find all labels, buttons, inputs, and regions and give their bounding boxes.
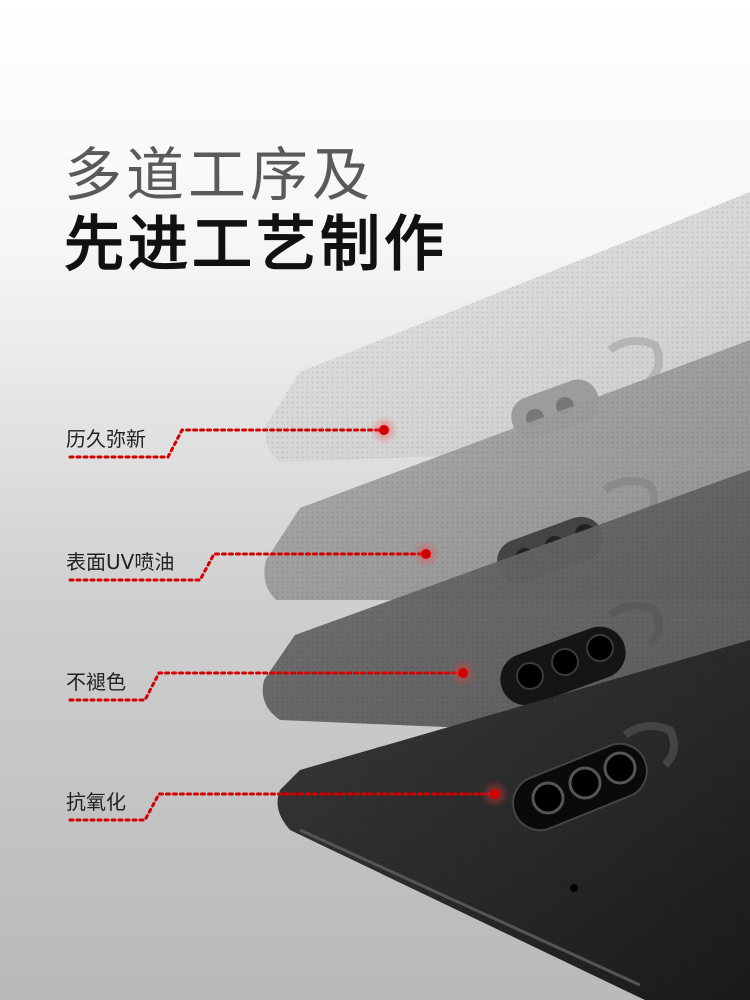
case-layer-black [277,640,750,1000]
headline-line-2: 先进工艺制作 [64,210,448,280]
callout-leader-4 [68,780,509,822]
feature-label-no-fade: 不褪色 [66,670,126,694]
feature-label-durable: 历久弥新 [66,427,146,451]
callout-leader-1 [68,416,398,459]
callout-leader-2 [68,540,440,582]
feature-label-anti-oxidation: 抗氧化 [66,790,126,814]
callout-leader-3 [68,659,477,702]
feature-label-uv-coating: 表面UV喷油 [66,550,175,574]
headline-line-1: 多道工序及 [64,141,375,209]
